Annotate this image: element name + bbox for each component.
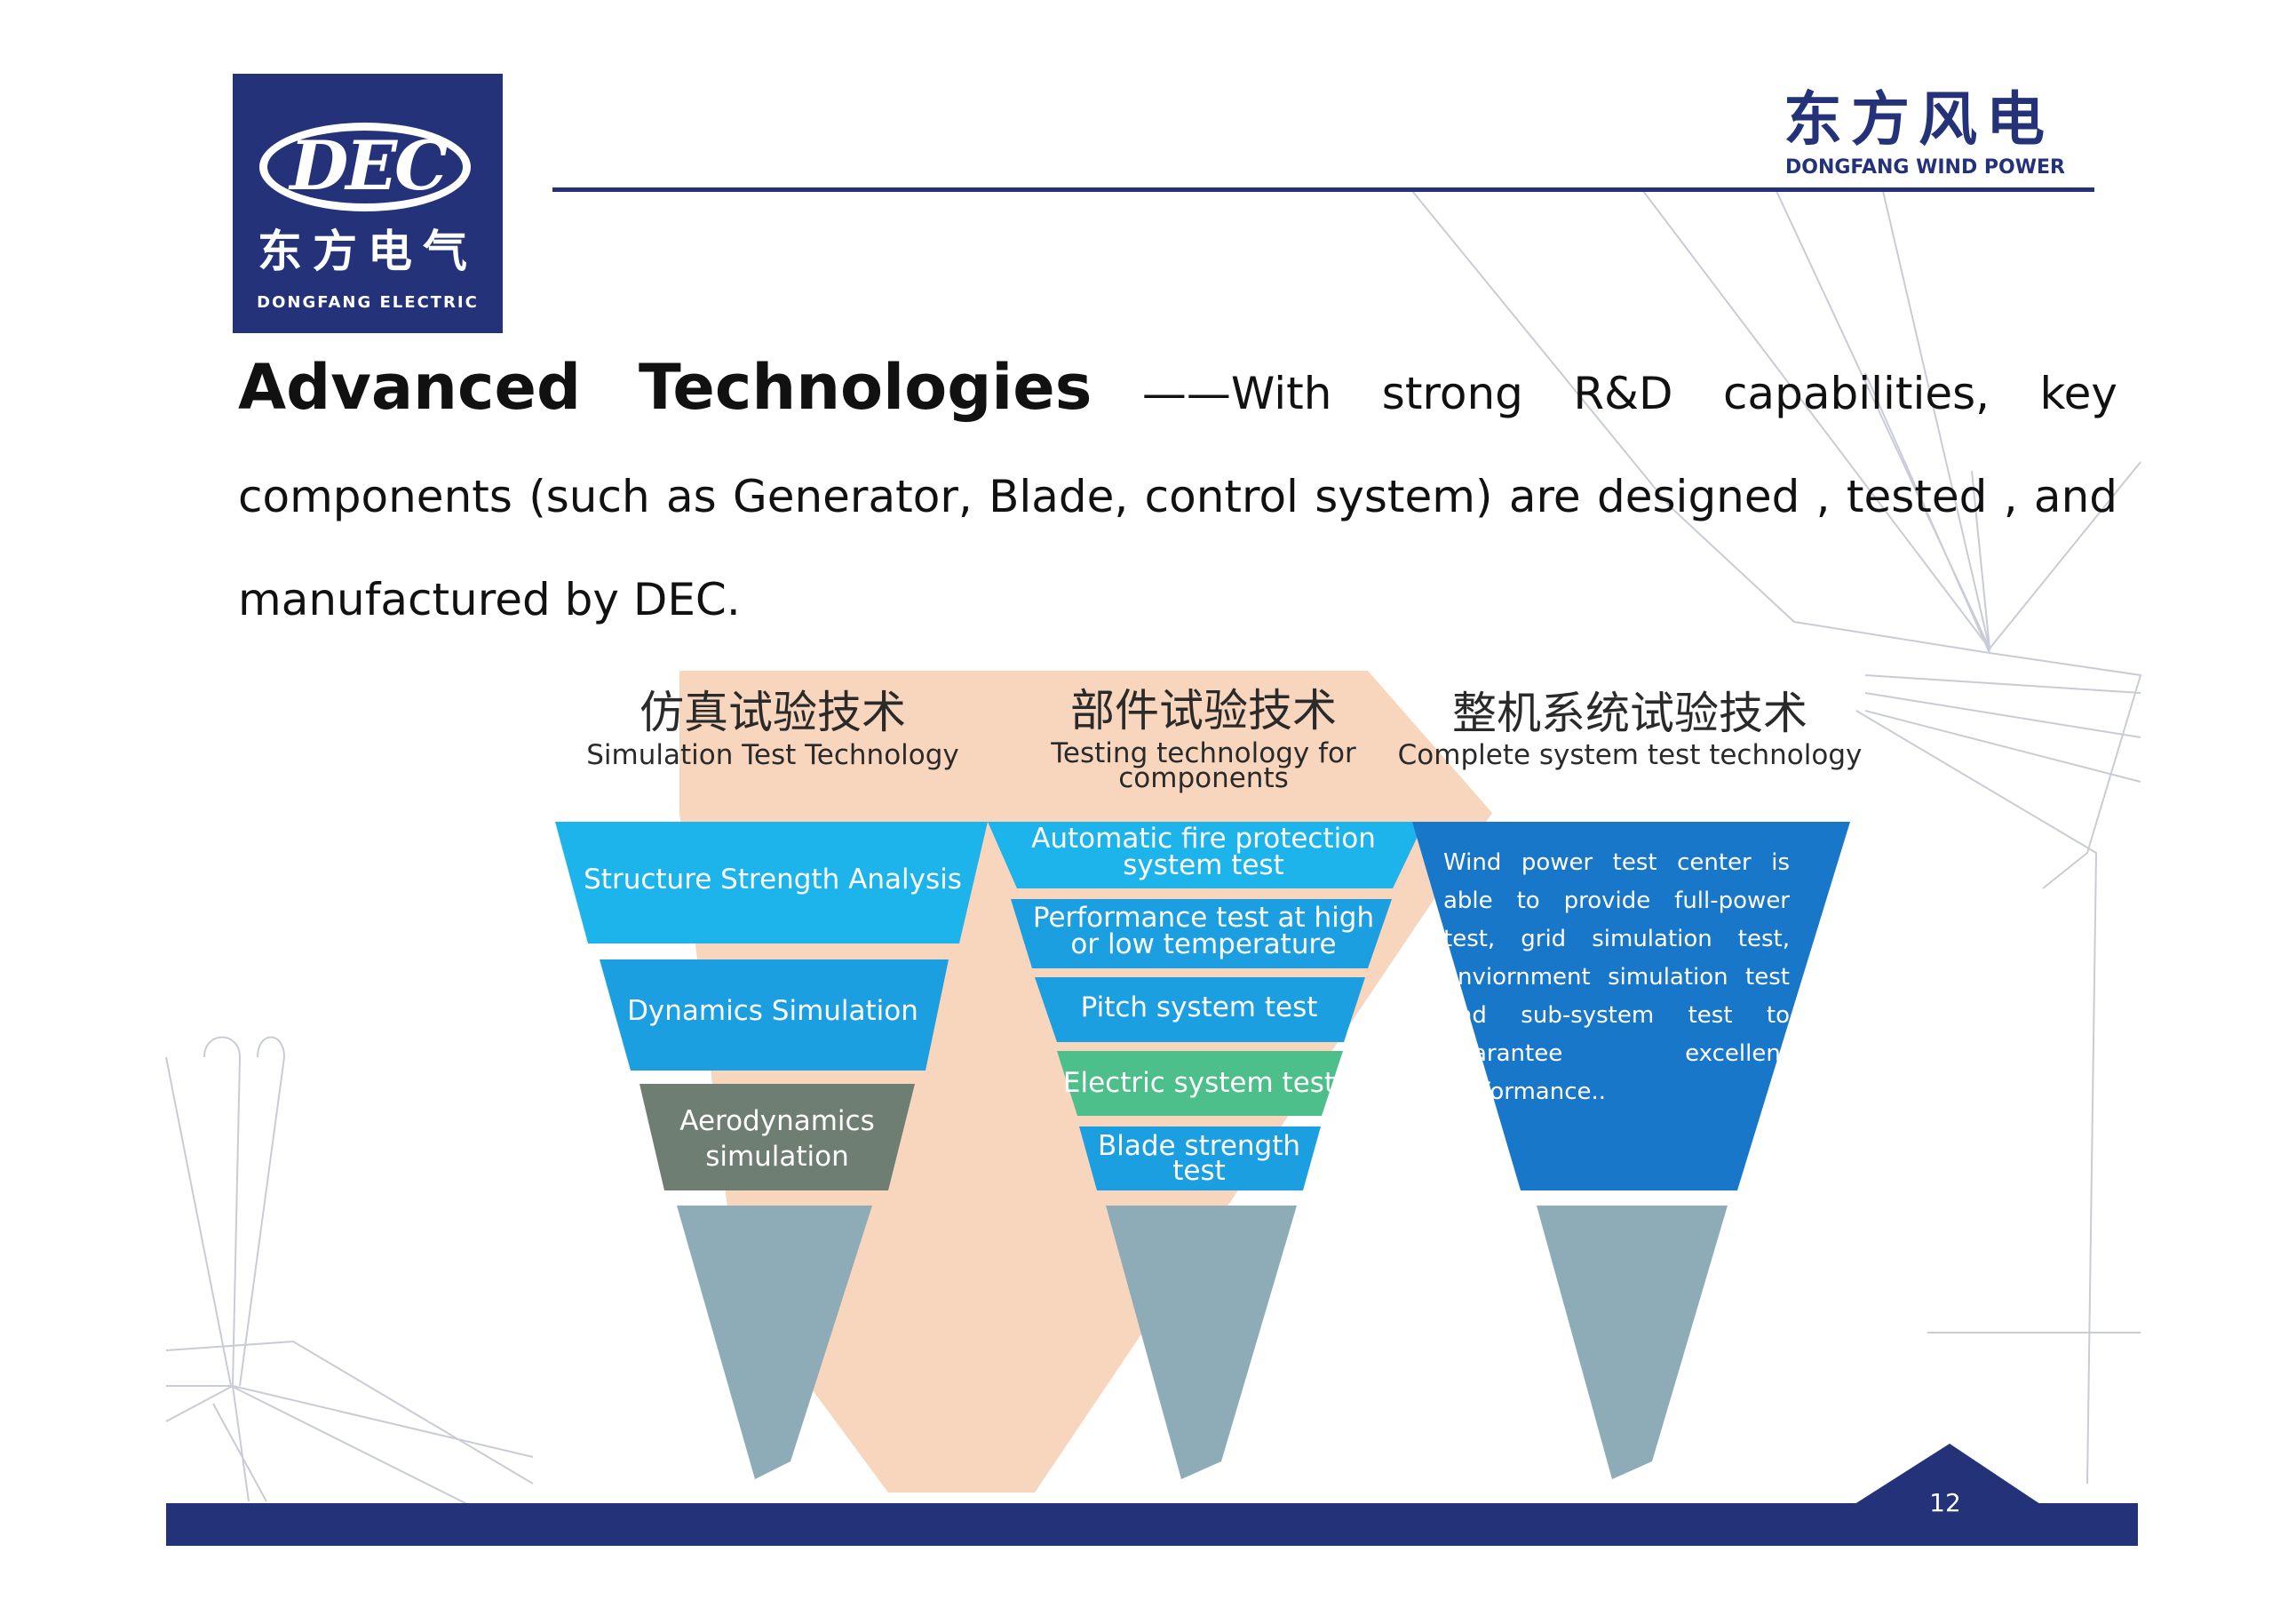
tier-aerodynamics-simulation [640,1084,915,1190]
tier-label-dynamics: Dynamics Simulation [627,995,918,1027]
tier-fire-protection [988,822,1425,888]
col2-title-en: Testing technology for components [1051,737,1356,794]
tier-label-blade: Blade strength test [1097,1130,1301,1187]
col1-title-en: Simulation Test Technology [586,739,959,771]
heading-paragraph: Advanced Technologies ——With strong R&D … [238,336,2117,651]
header-divider [552,187,2094,192]
logo-name-cn: 东方电气 [258,226,478,277]
tier-structure-strength-analysis [555,822,988,943]
logo-ellipse [259,123,471,211]
cone-complete-system [1537,1206,1728,1479]
logo-mark: DEC [290,126,448,205]
cone-components [1106,1206,1297,1479]
dec-logo: DEC 东方电气 DONGFANG ELECTRIC [233,74,503,333]
heading-title: Advanced Technologies [238,351,1092,424]
tier-dynamics-simulation [600,959,949,1071]
tier-label-pitch: Pitch system test [1080,991,1318,1023]
tier-label-temperature: Performance test at high or low temperat… [1032,902,1375,960]
brand-name-cn: 东方风电 [1784,86,2054,154]
brand-name-en: DONGFANG WIND POWER [1785,156,2065,179]
col3-title-en: Complete system test technology [1397,739,1863,771]
tier-complete-system [1412,822,1850,1190]
tier-label-electric: Electric system test [1062,1067,1336,1099]
tier-label-fire-protection: Automatic fire protection system test [1031,823,1376,881]
page-number: 12 [1929,1488,1961,1517]
tier-temperature-test [1011,899,1392,968]
complete-system-description: Wind power test center is able to provid… [1443,849,1790,1105]
footer-wedge [1852,1444,2043,1506]
col1-title-cn: 仿真试验技术 [640,687,906,738]
tier-pitch-system [1035,977,1365,1042]
logo-name-en: DONGFANG ELECTRIC [257,293,479,312]
tier-label-aerodynamics: Aerodynamics simulation [679,1105,875,1173]
tier-label-structure: Structure Strength Analysis [584,864,962,896]
cone-simulation [677,1206,872,1479]
col3-title-cn: 整机系统试验技术 [1452,688,1807,739]
col2-title-cn: 部件试验技术 [1070,685,1337,736]
footer-bar [166,1503,2138,1546]
heading-body: ——With strong R&D capabilities, key comp… [238,368,2117,625]
tier-electric-system [1057,1051,1343,1116]
tier-blade-strength [1079,1126,1321,1190]
